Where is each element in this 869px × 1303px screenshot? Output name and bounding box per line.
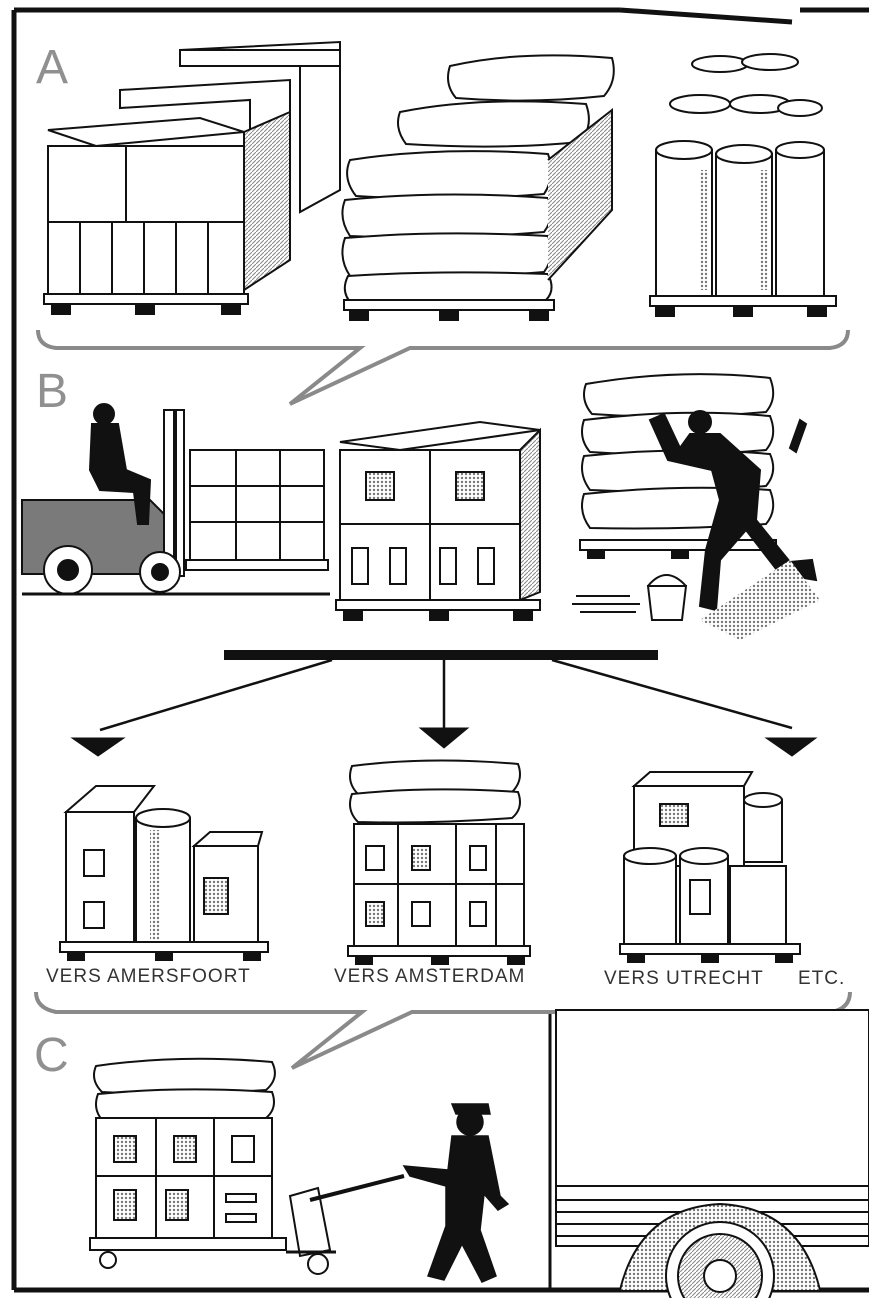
mixed-pallet-amsterdam <box>347 759 531 965</box>
delivery-truck <box>555 1009 869 1303</box>
pallet-of-drums <box>649 53 837 317</box>
mixed-pallet-amersfoort <box>59 785 269 961</box>
section-c-label: C <box>34 1029 69 1082</box>
speech-bracket-b <box>34 991 852 1070</box>
section-letter-b: B <box>36 368 68 416</box>
forklift-with-pallet <box>21 403 330 596</box>
destination-label-amsterdam: VERS AMSTERDAM <box>334 966 526 987</box>
sack-pallet-with-worker <box>572 373 820 640</box>
section-letter-a: A <box>36 44 68 92</box>
etc-label: ETC. <box>798 968 846 989</box>
section-b-label: B <box>36 365 69 418</box>
section-letter-c: C <box>34 1032 69 1080</box>
worker-silhouette <box>402 1103 510 1283</box>
destination-label-amersfoort: VERS AMERSFOORT <box>46 966 251 987</box>
pallet-of-boxes <box>43 40 341 315</box>
page-frame <box>11 7 869 1293</box>
loaded-pallet-truck <box>89 1057 405 1275</box>
distribution-arrows <box>70 650 818 757</box>
speech-bracket-a <box>36 329 850 406</box>
destination-label-utrecht: VERS UTRECHT <box>604 968 764 989</box>
pallet-of-sacks <box>341 54 615 321</box>
labelled-box-pallet <box>335 420 541 621</box>
section-a-label: A <box>36 41 69 94</box>
mixed-pallet-utrecht <box>619 771 801 963</box>
